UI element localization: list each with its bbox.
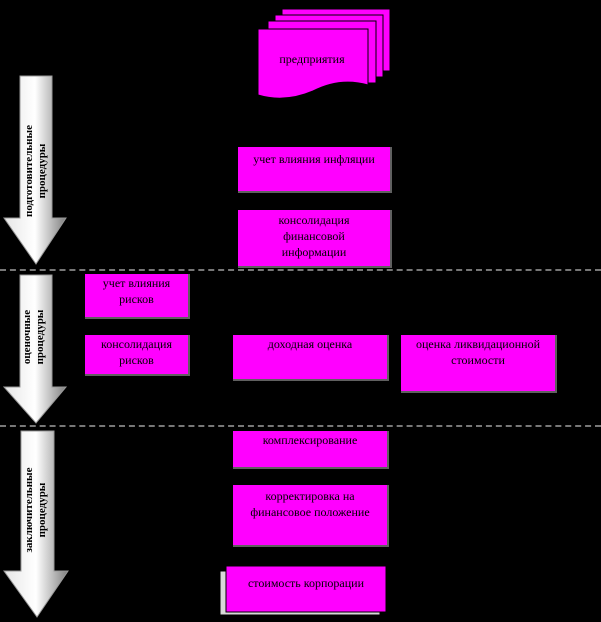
stage-label-final: заключительные процедуры [23,467,48,553]
inflation-account-box: учет влияния инфляции [238,147,392,193]
stage-divider-2 [0,425,601,427]
stage-arrow-final [3,430,69,618]
stage-arrow-evaluation [2,274,68,424]
risk-account-box: учет влияния рисков [85,274,190,319]
enterprises-label: предприятия [279,52,345,66]
financial-adjustment-box: корректировка на финансовое положение [233,485,389,547]
corporation-value-shape [219,565,387,616]
stage-arrow-preparatory [3,75,67,265]
stage-label-evaluation: оценочные процедуры [21,309,46,365]
income-valuation-box: доходная оценка [233,335,389,381]
risk-consolidation-box: консолидация рисков [85,335,190,376]
corporation-value-label: стоимость корпорации [247,576,364,590]
reconciliation-box: комплексирование [233,431,389,469]
financial-consolidation-box: консолидация финансовой информации [238,210,392,268]
liquidation-valuation-box: оценка ликвидационной стоимости [401,335,557,393]
stage-label-preparatory: подготовительные процедуры [23,125,48,218]
stage-divider-1 [0,269,601,271]
enterprises-documents [257,8,391,99]
